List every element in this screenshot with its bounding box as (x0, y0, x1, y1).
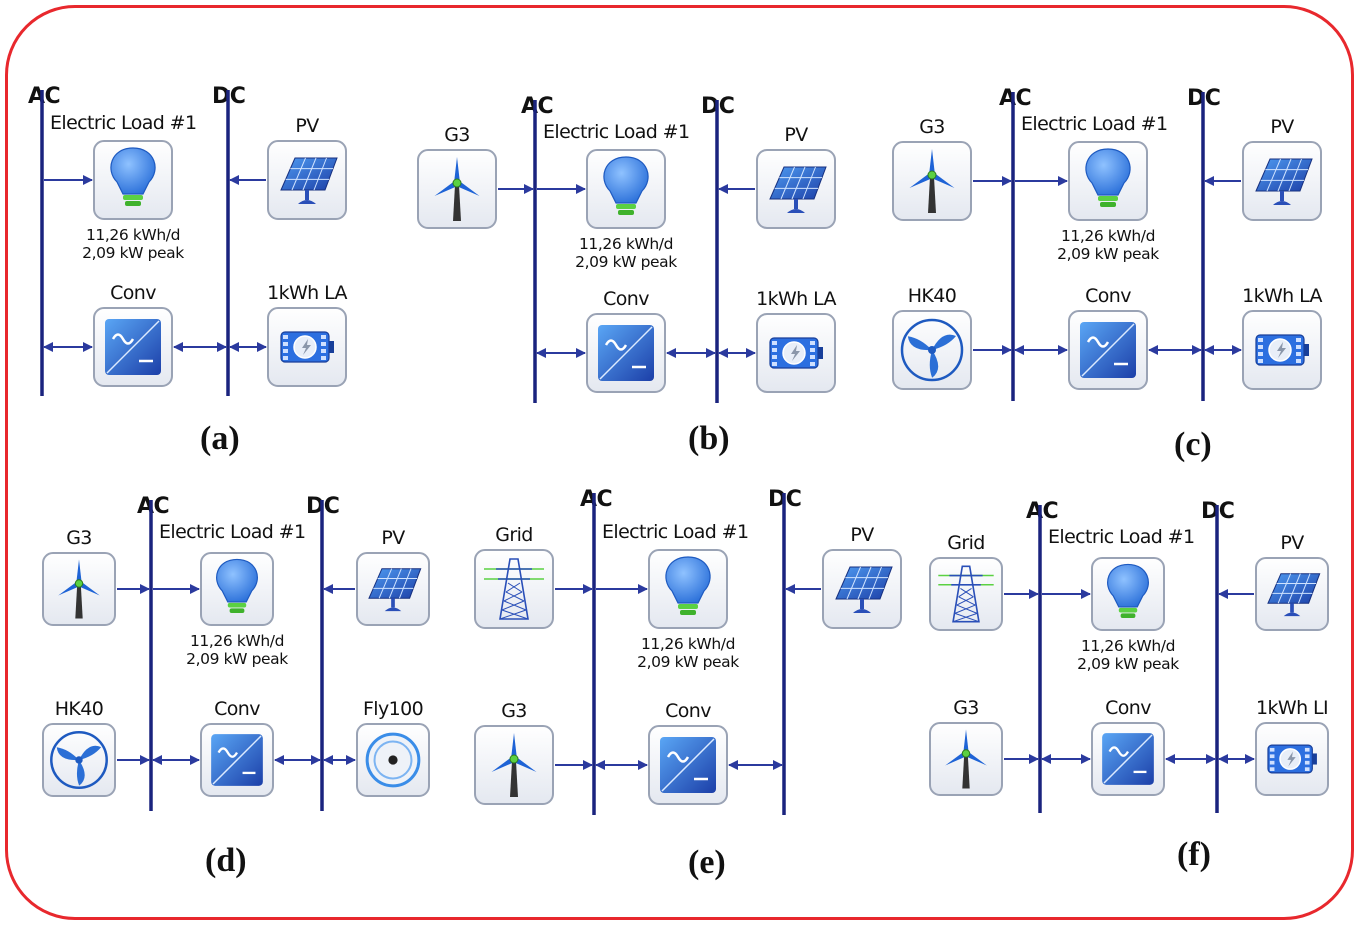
battery-icon (1242, 310, 1322, 390)
converter-icon (200, 723, 274, 797)
panel-caption: (d) (205, 842, 247, 879)
pv-label: PV (1280, 532, 1304, 554)
ac-source-label: G3 (501, 700, 527, 722)
ac-source-label: G3 (953, 697, 979, 719)
panel-caption: (f) (1177, 836, 1211, 873)
load-label: Electric Load #1 (1021, 113, 1168, 135)
solar-panel-icon (822, 549, 902, 629)
storage-label: 1kWh LI (1256, 697, 1329, 719)
converter-icon (648, 725, 728, 805)
panel-caption: (c) (1174, 426, 1212, 463)
load-energy: 11,26 kWh/d (578, 235, 674, 253)
panel-caption: (b) (688, 420, 730, 457)
pv-label: PV (295, 115, 319, 137)
storage-label: Fly100 (362, 698, 424, 720)
ac-source-label: Grid (947, 532, 985, 554)
lightbulb-icon (1091, 557, 1165, 631)
ac-bus-label: AC (580, 487, 613, 512)
ac-bus-label: AC (521, 94, 554, 119)
load-label: Electric Load #1 (602, 521, 749, 543)
load-peak: 2,09 kW peak (186, 650, 288, 668)
lightbulb-icon (1068, 141, 1148, 221)
hydro-turbine-icon (892, 310, 972, 390)
converter-label: Conv (214, 698, 260, 720)
converter-label: Conv (1085, 285, 1131, 307)
converter-label: Conv (603, 288, 649, 310)
grid-tower-icon (929, 557, 1003, 631)
flywheel-icon (356, 723, 430, 797)
grid-tower-icon (474, 549, 554, 629)
load-peak: 2,09 kW peak (1077, 655, 1179, 673)
solar-panel-icon (756, 149, 836, 229)
storage-label: 1kWh LA (267, 282, 347, 304)
ac-source-label: Grid (495, 524, 533, 546)
converter-icon (93, 307, 173, 387)
ac-bus-label: AC (999, 86, 1032, 111)
pv-label: PV (381, 527, 405, 549)
ac-bus-label: AC (137, 494, 170, 519)
solar-panel-icon (356, 552, 430, 626)
storage-label: 1kWh LA (756, 288, 836, 310)
converter-icon (1068, 310, 1148, 390)
lightbulb-icon (93, 140, 173, 220)
ac-bus-label: AC (28, 84, 61, 109)
load-peak: 2,09 kW peak (82, 244, 184, 262)
panel-caption: (a) (200, 420, 240, 457)
panel-caption: (e) (688, 844, 726, 881)
pv-label: PV (850, 524, 874, 546)
wind-turbine-icon (892, 141, 972, 221)
pv-label: PV (784, 124, 808, 146)
load-energy: 11,26 kWh/d (189, 632, 285, 650)
load-peak: 2,09 kW peak (637, 653, 739, 671)
converter-icon (586, 313, 666, 393)
ac-bus-label: AC (1026, 499, 1059, 524)
load-energy: 11,26 kWh/d (640, 635, 736, 653)
ac-source-label: HK40 (54, 698, 104, 720)
solar-panel-icon (267, 140, 347, 220)
storage-label: 1kWh LA (1242, 285, 1322, 307)
wind-turbine-icon (42, 552, 116, 626)
converter-icon (1091, 722, 1165, 796)
ac-source-label: G3 (444, 124, 470, 146)
ac-source-label: HK40 (907, 285, 957, 307)
load-label: Electric Load #1 (543, 121, 690, 143)
solar-panel-icon (1255, 557, 1329, 631)
converter-label: Conv (1105, 697, 1151, 719)
load-label: Electric Load #1 (1048, 526, 1195, 548)
load-energy: 11,26 kWh/d (85, 226, 181, 244)
pv-label: PV (1270, 116, 1294, 138)
lightbulb-icon (586, 149, 666, 229)
lightbulb-icon (200, 552, 274, 626)
wind-turbine-icon (417, 149, 497, 229)
wind-turbine-icon (929, 722, 1003, 796)
battery-icon (756, 313, 836, 393)
load-energy: 11,26 kWh/d (1060, 227, 1156, 245)
converter-label: Conv (110, 282, 156, 304)
lightbulb-icon (648, 549, 728, 629)
load-label: Electric Load #1 (159, 521, 306, 543)
battery-icon (1255, 722, 1329, 796)
wind-turbine-icon (474, 725, 554, 805)
load-label: Electric Load #1 (50, 112, 197, 134)
converter-label: Conv (665, 700, 711, 722)
load-peak: 2,09 kW peak (575, 253, 677, 271)
battery-icon (267, 307, 347, 387)
ac-source-label: G3 (66, 527, 92, 549)
ac-source-label: G3 (919, 116, 945, 138)
hydro-turbine-icon (42, 723, 116, 797)
load-energy: 11,26 kWh/d (1080, 637, 1176, 655)
load-peak: 2,09 kW peak (1057, 245, 1159, 263)
solar-panel-icon (1242, 141, 1322, 221)
